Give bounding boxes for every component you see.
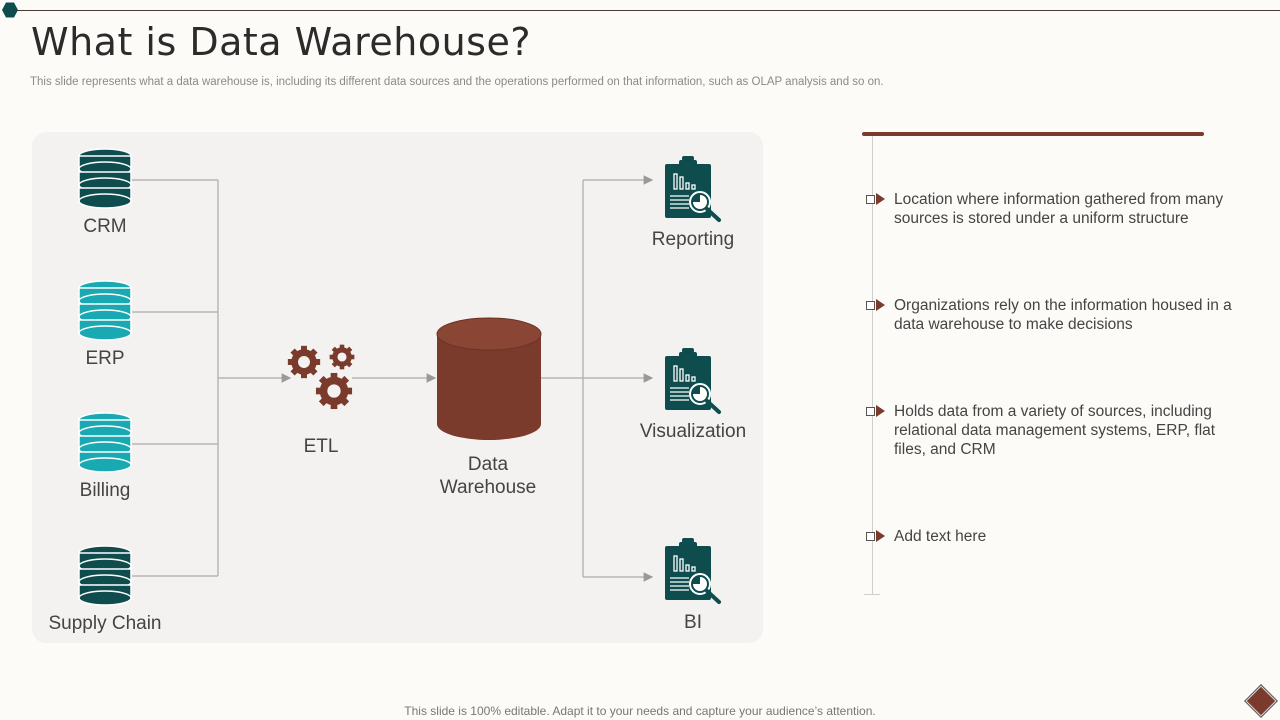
bullet-arrow-icon <box>866 527 885 545</box>
page-subtitle: This slide represents what a data wareho… <box>30 76 884 88</box>
bullet-arrow-icon <box>866 402 885 420</box>
source-label-crm: CRM <box>83 216 127 237</box>
bullet-arrow-icon <box>866 190 885 208</box>
database-icon-erp <box>78 280 132 341</box>
output-label-reporting: Reporting <box>651 229 735 250</box>
report-icon-bi <box>663 536 721 604</box>
connector-lines <box>132 175 654 582</box>
data-warehouse-cylinder <box>436 317 542 440</box>
etl-label: ETL <box>303 436 339 457</box>
diagram-panel <box>32 132 763 643</box>
accent-bar <box>862 132 1204 136</box>
report-icon-reporting <box>663 154 721 222</box>
bullet-point: Add text here <box>866 527 1246 546</box>
page-title: What is Data Warehouse? <box>31 20 532 64</box>
source-label-erp: ERP <box>85 348 125 369</box>
database-icon-crm <box>78 148 132 209</box>
warehouse-label-line2: Warehouse <box>439 477 537 498</box>
database-icon-billing <box>78 412 132 473</box>
warehouse-label-line1: Data <box>467 454 509 475</box>
report-icon-visualization <box>663 346 721 414</box>
hexagon-icon <box>2 2 18 18</box>
bullet-point: Location where information gathered from… <box>866 190 1246 228</box>
database-icon-supply-chain <box>78 545 132 606</box>
source-label-billing: Billing <box>79 480 131 501</box>
bullet-point: Organizations rely on the information ho… <box>866 296 1246 334</box>
top-divider <box>10 10 1280 11</box>
timeline-end <box>864 594 880 595</box>
output-label-bi: BI <box>684 612 702 633</box>
output-label-visualization: Visualization <box>639 421 747 442</box>
footer-note: This slide is 100% editable. Adapt it to… <box>404 704 876 718</box>
gears-icon <box>281 339 359 416</box>
bullet-point: Holds data from a variety of sources, in… <box>866 402 1246 459</box>
source-label-supply-chain: Supply Chain <box>48 613 162 634</box>
bullet-arrow-icon <box>866 296 885 314</box>
timeline-line <box>872 136 873 595</box>
